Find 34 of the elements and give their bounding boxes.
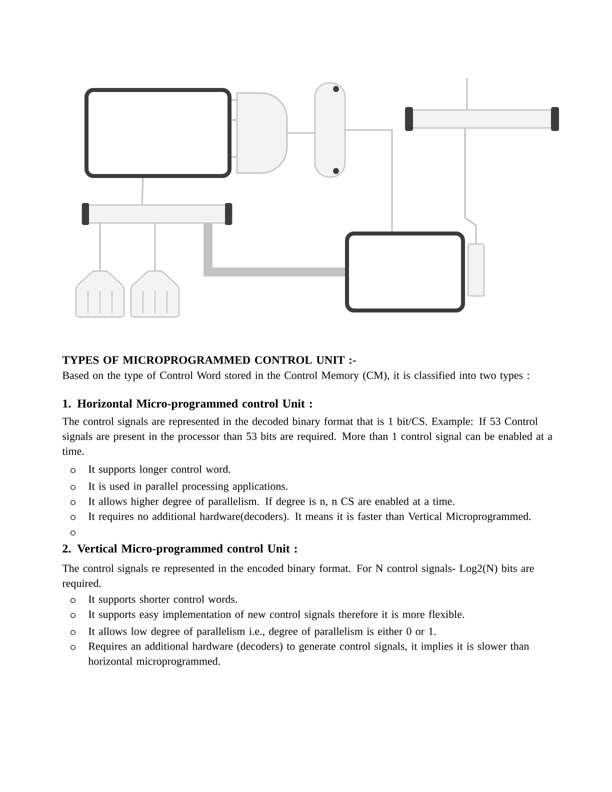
connector-pin [232, 119, 237, 121]
cable-line [287, 132, 314, 134]
list-item: It supports shorter control words. [88, 595, 237, 606]
paragraph: Based on the type of Control Word stored in the Control Memory (CM), it is classified into two types : [62, 371, 529, 382]
cable-line [154, 224, 156, 271]
leader-line [466, 78, 468, 110]
list-item: It supports longer control word. [88, 465, 230, 476]
paragraph: The control signals re represented in the encoded binary format. For N control signals- Log2(N) bits are required. [62, 564, 534, 590]
list-item: Requires an additional hardware (decoders) to generate control signals, it implies it is slower than horizontal microprogrammed. [88, 642, 530, 668]
list-item: It allows low degree of parallelism i.e., degree of parallelism is either 0 or 1. [88, 627, 436, 638]
paragraph: The control signals are represented in the decoded binary format that is 1 bit/CS. Example: If 53 Control signals are present in the processor than 53 bits are required. More than 1 control signal can be enabled at a time. [62, 417, 552, 455]
cable-line [346, 129, 393, 232]
horizontal-tube [405, 107, 559, 131]
connector-pin [232, 156, 237, 158]
connector-plug [75, 270, 125, 318]
cable-line [99, 224, 101, 271]
cable-band [204, 224, 345, 276]
list-item: It supports easy implementation of new control signals therefore it is more flexible. [88, 610, 464, 620]
cable-line [141, 178, 144, 204]
list-item: It is used in parallel processing applications. [88, 482, 288, 492]
connector-pin [232, 99, 237, 101]
d-connector [236, 92, 288, 174]
port-block [467, 243, 485, 297]
terminal-strip [81, 203, 233, 225]
subheading: 1. Horizontal Micro-programmed control Unit : [63, 399, 312, 410]
section-heading: TYPES OF MICROPROGRAMMED CONTROL UNIT :- [62, 356, 356, 364]
vertical-tube [314, 82, 346, 178]
device-box [84, 88, 232, 178]
list-item: It requires no additional hardware(decoders). It means it is faster than Vertical Microprogrammed. [88, 512, 531, 522]
connector-plug [130, 270, 180, 318]
list-item: It allows higher degree of parallelism. If degree is n, n CS are enabled at a time. [88, 497, 454, 508]
cable-line [464, 128, 477, 244]
device-box [345, 232, 465, 312]
subheading: 2. Vertical Micro-programmed control Unit : [62, 544, 297, 556]
